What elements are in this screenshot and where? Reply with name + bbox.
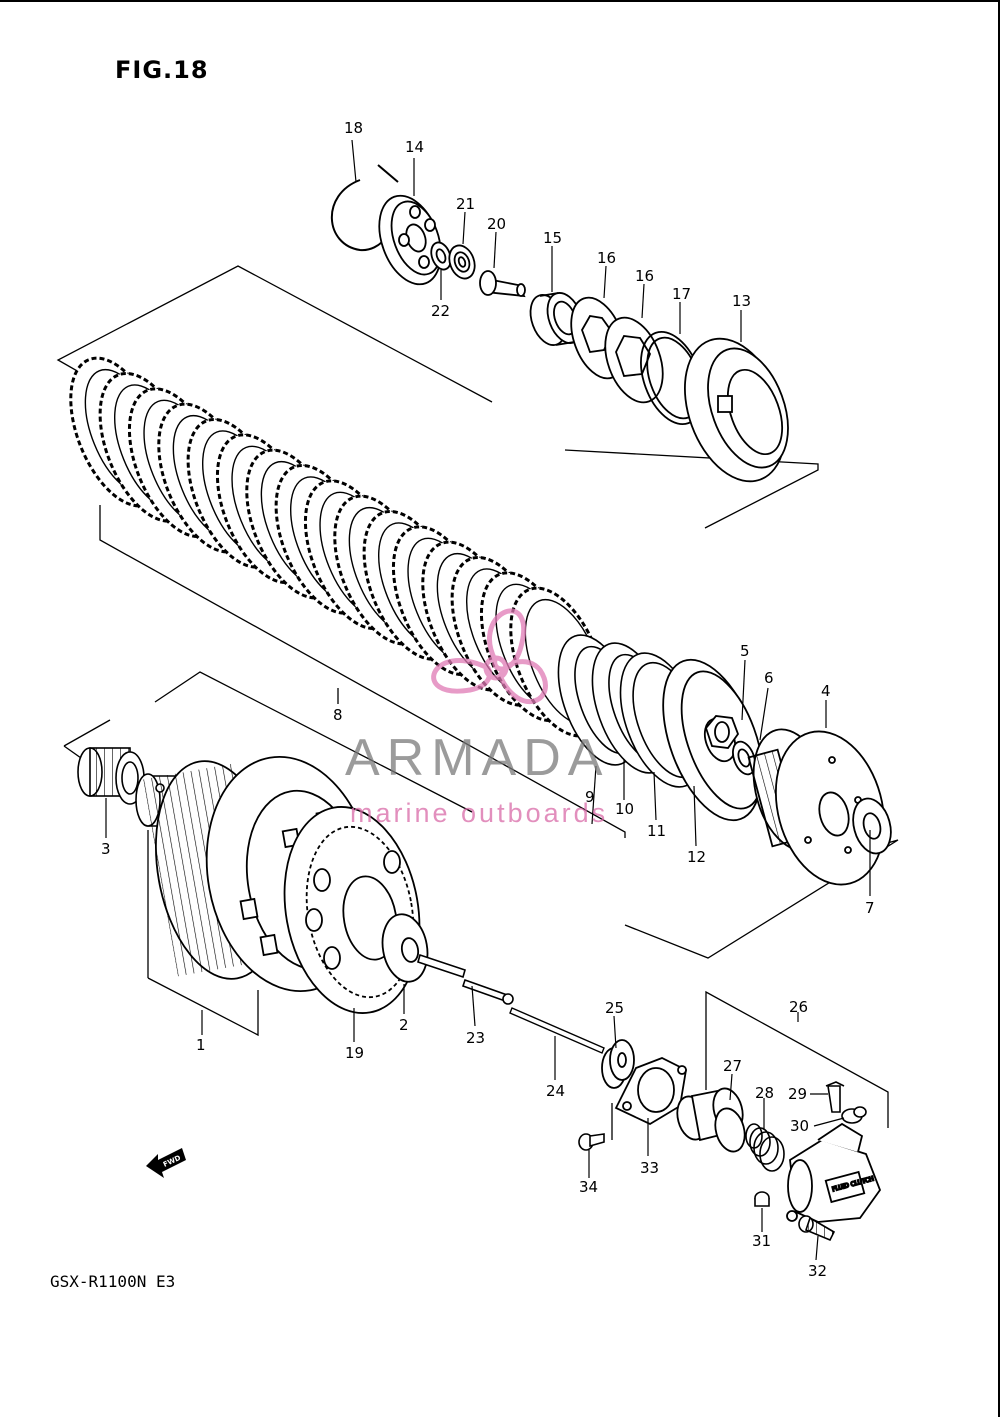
callout-28: 28 [755,1084,774,1102]
spring-part-28 [745,1123,785,1172]
push-rod-part-24 [509,1007,605,1054]
watermark-tagline: marine outboards [350,798,609,828]
callout-23: 23 [466,1029,485,1047]
callout-6: 6 [764,669,774,687]
cushion-part-13 [684,337,789,483]
callout-32: 32 [808,1262,827,1280]
bolt-part-34 [578,1133,605,1151]
forward-arrow-icon: FWD [146,1148,186,1178]
callout-7: 7 [865,899,875,917]
leader-lines [105,139,871,1261]
callout-26: 26 [789,998,808,1016]
callout-30: 30 [790,1117,809,1135]
callout-9: 9 [585,788,595,806]
push-rod-part-23 [417,953,514,1005]
callout-3: 3 [101,840,111,858]
washer-part-7 [852,797,892,855]
primary-driven-gear-part-19 [283,806,421,1014]
slave-cylinder-bracket [611,990,889,1140]
callout-11: 11 [647,822,666,840]
callout-33: 33 [640,1159,659,1177]
thrust-spacer-part-2 [381,913,429,983]
callout-4: 4 [821,682,831,700]
washer-part-30 [841,1106,867,1124]
callout-29: 29 [788,1085,807,1103]
bolt-part-32 [798,1215,836,1242]
watermark-name: ARMADA [345,729,610,787]
callout-31: 31 [752,1232,771,1250]
callout-22: 22 [431,302,450,320]
piston-part-27 [676,1087,746,1153]
bearing-part-21 [448,244,476,280]
callout-16b: 16 [635,267,654,285]
callout-16a: 16 [597,249,616,267]
callout-34: 34 [579,1178,598,1196]
callout-13: 13 [732,292,751,310]
needle-bearing-part-3 [77,747,145,805]
armada-logo-icon [431,608,548,705]
callout-27: 27 [723,1057,742,1075]
callout-20: 20 [487,215,506,233]
callout-15: 15 [543,229,562,247]
callout-8: 8 [333,706,343,724]
pressure-plate-part-14 [378,194,442,286]
callout-17: 17 [672,285,691,303]
model-code: GSX-R1100N E3 [50,1272,176,1291]
bleeder-part-29 [825,1081,845,1113]
washer-part-22 [430,241,452,271]
callout-14: 14 [405,138,424,156]
cover-part-33 [614,1057,687,1126]
callout-25: 25 [605,999,624,1017]
slave-cylinder-part-26: FLUID CLUTCH [786,1122,882,1223]
nut-part-5 [704,715,740,749]
washer-part-6 [732,740,756,776]
oil-seal-part-25 [601,1039,635,1089]
callout-labels: 18 14 21 20 22 15 16 16 17 13 8 5 6 4 9 … [101,119,875,1280]
callout-1: 1 [196,1036,206,1054]
callout-5: 5 [740,642,750,660]
figure-title: FIG.18 [115,56,209,84]
callout-19: 19 [345,1044,364,1062]
callout-10: 10 [615,800,634,818]
callout-18: 18 [344,119,363,137]
callout-24: 24 [546,1082,565,1100]
callout-2: 2 [399,1016,409,1034]
clutch-hub-part-4 [747,728,886,886]
callout-21: 21 [456,195,475,213]
callout-12: 12 [687,848,706,866]
dowel-part-31 [754,1191,770,1207]
lifter-pin-part-20 [479,270,526,298]
